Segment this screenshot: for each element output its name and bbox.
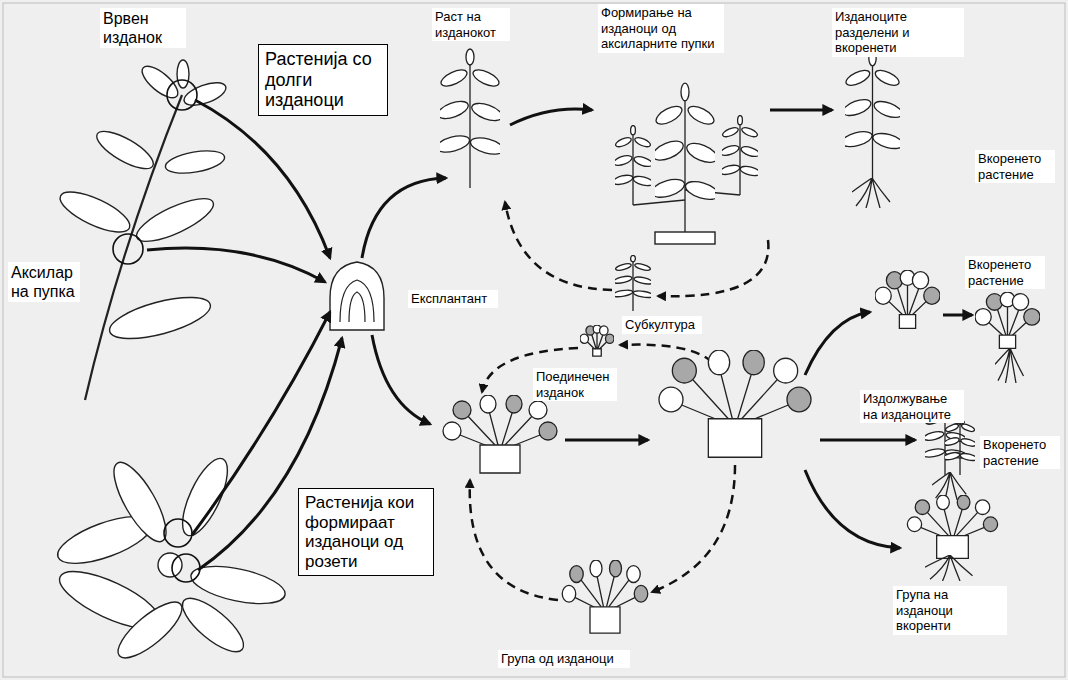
box-text: Растенија со долги изданоци — [265, 49, 381, 111]
step-label: Врвен изданок — [100, 8, 186, 48]
text-box: Растенија со долги изданоци — [258, 44, 388, 116]
step-label: Изданоците разделени и вкоренети — [832, 8, 964, 57]
shoot-cultures-upper — [435, 49, 905, 311]
step-label: Експлантант — [408, 290, 498, 308]
step-label: Вкоренето растение — [980, 436, 1060, 469]
explant — [330, 262, 384, 330]
step-label: Поединечен изданок — [533, 368, 617, 401]
step-label: Група од изданоци — [498, 650, 630, 668]
rosette-plant — [52, 453, 288, 667]
long-shoot-plant — [55, 60, 229, 400]
step-label: Субкултура — [622, 316, 702, 334]
shoot-cultures-lower — [443, 270, 1040, 633]
step-label: Издолжување на изданоците — [860, 390, 964, 423]
text-box: Растенија кои формираат изданоци од розе… — [298, 488, 434, 576]
box-text: Растенија кои формираат изданоци од розе… — [305, 493, 427, 571]
step-label: Аксиларна пупка — [8, 262, 80, 302]
frame — [3, 3, 1065, 677]
step-label: Формирање на изданоци од аксиларните пуп… — [598, 4, 724, 53]
step-label: Раст на изданокот — [432, 8, 510, 41]
step-label: Вкоренето растение — [965, 256, 1045, 289]
step-label: Група на изданоци вкоренти — [893, 586, 1007, 635]
step-label: Вкоренето растение — [975, 150, 1055, 183]
arrows — [147, 100, 972, 600]
